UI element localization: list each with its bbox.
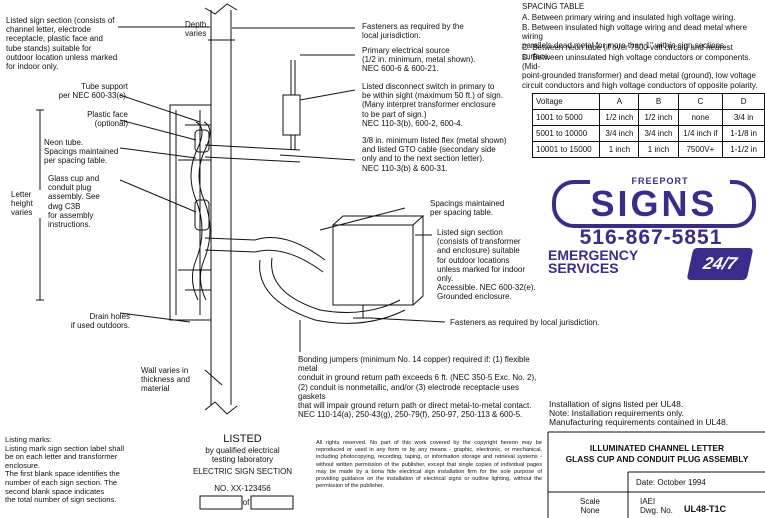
note-neon-tube: Neon tube. Spacings maintained per spaci…: [44, 138, 119, 166]
section-total-box: [250, 495, 294, 510]
table-cell: 5001 to 10000: [531, 125, 601, 142]
table-cell: 7500V+: [677, 141, 724, 158]
spacing-heading: SPACING TABLE: [522, 2, 585, 11]
transformer-enclosure: [332, 215, 425, 319]
drawing-number: UL48-T1C: [684, 504, 727, 514]
wall: [204, 3, 238, 415]
table-cell: 1/4 inch if: [677, 125, 724, 142]
table-cell: 3/4 inch: [638, 125, 679, 142]
logo-phone: 516-867-5851: [579, 226, 723, 249]
col-c: C: [677, 93, 724, 110]
note-wall: Wall varies in thickness and material: [141, 366, 190, 394]
note-bonding: Bonding jumpers (minimum No. 14 copper) …: [298, 355, 537, 420]
disconnect-switch: [282, 60, 301, 150]
col-b: B: [638, 93, 679, 110]
drawing-title: ILLUMINATED CHANNEL LETTER GLASS CUP AND…: [565, 443, 749, 464]
note-tube-support: Tube support per NEC 600-33(c).: [58, 82, 128, 101]
listed-of: of: [242, 498, 250, 507]
table-row: 5001 to 10000 3/4 inch 3/4 inch 1/4 inch…: [531, 125, 765, 142]
installation-note: Installation of signs listed per UL48. N…: [549, 399, 729, 428]
spacing-item-c: C. Between neon tube (if over 7500 volt …: [522, 43, 733, 62]
listed-section: ELECTRIC SIGN SECTION: [192, 467, 293, 476]
spacing-item-b: B. Between insulated high voltage wiring…: [522, 23, 748, 51]
note-glass-cup: Glass cup and conduit plug assembly. See…: [48, 174, 100, 230]
note-depth: Depth varies: [185, 20, 207, 39]
note-transformer: Listed sign section (consists of transfo…: [437, 228, 536, 302]
table-cell: 3/4 in: [722, 109, 765, 126]
drawing-date: Date: October 1994: [636, 478, 706, 487]
table-cell: none: [677, 109, 724, 126]
conduit: [204, 144, 406, 324]
table-cell: 10001 to 15000: [531, 141, 601, 158]
note-flex: 3/8 in. minimum listed flex (metal shown…: [362, 136, 507, 173]
note-fasteners-top: Fasteners as required by the local juris…: [362, 22, 464, 41]
note-sign-section: Listed sign section (consists of channel…: [6, 16, 118, 72]
letter-height-label: Letter height varies: [11, 190, 41, 218]
logo-emergency: EMERGENCY SERVICES: [548, 247, 639, 276]
spacing-item-a: A. Between primary wiring and insulated …: [522, 13, 736, 22]
organization: IAEI: [640, 497, 656, 506]
table-row: 1001 to 5000 1/2 inch 1/2 inch none 3/4 …: [531, 109, 765, 126]
table-cell: 1001 to 5000: [531, 109, 601, 126]
spacing-table: Voltage A B C D 1001 to 5000 1/2 inch 1/…: [531, 93, 765, 158]
note-plastic-face: Plastic face (optional): [87, 110, 128, 129]
scale-value: None: [580, 506, 600, 515]
copyright-notice: All rights reserved. No part of this wor…: [316, 440, 542, 490]
col-d: D: [722, 93, 765, 110]
drawing-number-label: Dwg. No.: [640, 506, 673, 515]
listed-number: NO. XX-123456: [214, 484, 271, 493]
col-voltage: Voltage: [531, 93, 601, 110]
listed-title: LISTED: [223, 433, 262, 445]
table-cell: 1 inch: [599, 141, 640, 158]
note-fasteners-bottom: Fasteners as required by local jurisdict…: [450, 318, 600, 327]
table-cell: 1/2 inch: [638, 109, 679, 126]
logo-hours-badge: 24/7: [686, 248, 754, 280]
table-header-row: Voltage A B C D: [531, 93, 765, 110]
listed-by: by qualified electrical testing laborato…: [205, 446, 280, 465]
table-cell: 1 inch: [638, 141, 679, 158]
freeport-signs-logo: SIGNS FREEPORT 516-867-5851 EMERGENCY SE…: [540, 176, 758, 284]
table-row: 10001 to 15000 1 inch 1 inch 7500V+ 1-1/…: [531, 141, 765, 158]
note-spacings: Spacings maintained per spacing table.: [430, 199, 505, 218]
scale-label: Scale: [579, 497, 600, 506]
listing-marks-note: Listing marks: Listing mark sign section…: [5, 435, 125, 505]
col-a: A: [599, 93, 640, 110]
section-number-box: [199, 495, 243, 510]
logo-name: SIGNS: [552, 180, 756, 228]
title-block-frame: [547, 431, 765, 518]
table-cell: 1-1/8 in: [722, 125, 765, 142]
spacing-item-d: D. Between uninsulated high voltage cond…: [522, 53, 758, 90]
note-drain-holes: Drain holes if used outdoors.: [70, 312, 130, 331]
note-primary-source: Primary electrical source (1/2 in. minim…: [362, 46, 476, 74]
table-cell: 1-1/2 in: [722, 141, 765, 158]
table-cell: 1/2 inch: [599, 109, 640, 126]
channel-letter: [169, 104, 212, 321]
table-cell: 3/4 inch: [599, 125, 640, 142]
note-disconnect: Listed disconnect switch in primary to b…: [362, 82, 503, 128]
logo-top-text: FREEPORT: [590, 176, 730, 186]
